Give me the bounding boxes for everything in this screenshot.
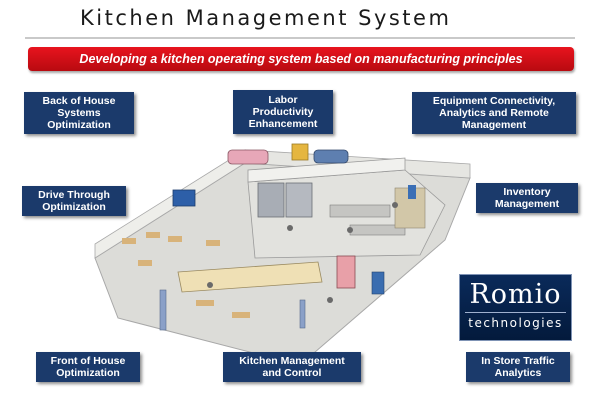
- page-title: Kitchen Management System: [80, 6, 452, 30]
- dining-table: [232, 312, 250, 318]
- equipment-connectivity-box: Equipment Connectivity, Analytics and Re…: [412, 92, 576, 134]
- pillar: [299, 299, 306, 329]
- traffic-analytics-box: In Store Traffic Analytics: [466, 352, 570, 382]
- drive-through-window: [172, 189, 196, 207]
- labor-productivity-box: Labor Productivity Enhancement: [233, 90, 333, 134]
- kitchen-wall: [247, 157, 406, 183]
- subtitle-banner: Developing a kitchen operating system ba…: [28, 47, 574, 71]
- pillar: [159, 289, 167, 331]
- inventory-management-box: Inventory Management: [476, 183, 578, 213]
- drive-through-box: Drive Through Optimization: [22, 186, 126, 216]
- dining-table: [168, 236, 182, 242]
- person: [327, 297, 333, 303]
- waste-bin: [371, 271, 385, 295]
- kitchen-counter: [329, 204, 391, 218]
- dining-table: [206, 240, 220, 246]
- title-divider: [25, 37, 575, 39]
- service-counter: [177, 261, 323, 293]
- refrigerator: [285, 182, 313, 218]
- romio-logo: Romio technologies: [459, 274, 572, 341]
- logo-name: Romio: [469, 279, 562, 310]
- refrigerator: [257, 182, 285, 218]
- person: [287, 225, 293, 231]
- kiosk: [336, 255, 356, 289]
- logo-subtitle: technologies: [465, 312, 566, 330]
- dining-table: [146, 232, 160, 238]
- dining-table: [138, 260, 152, 266]
- car: [313, 149, 349, 164]
- kitchen-management-box: Kitchen Management and Control: [223, 352, 361, 382]
- equipment-panel: [408, 185, 416, 199]
- person: [347, 227, 353, 233]
- back-of-house-box: Back of House Systems Optimization: [24, 92, 134, 134]
- person: [207, 282, 213, 288]
- dining-table: [122, 238, 136, 244]
- person: [392, 202, 398, 208]
- car: [227, 149, 269, 165]
- front-of-house-box: Front of House Optimization: [36, 352, 140, 382]
- dining-table: [196, 300, 214, 306]
- drive-through-canopy: [291, 143, 309, 161]
